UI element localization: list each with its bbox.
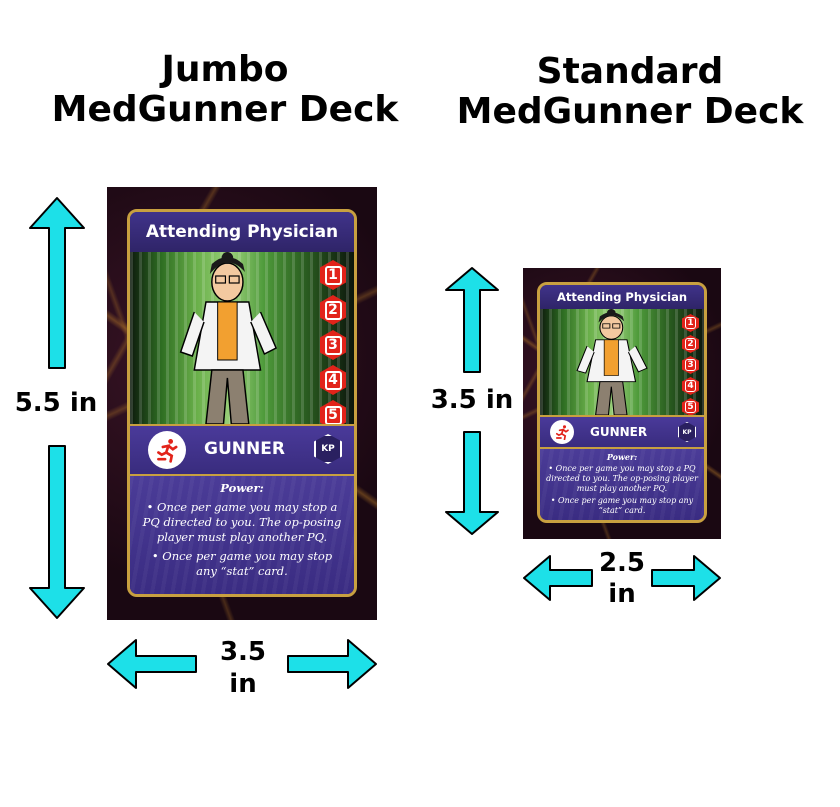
class-bar: GUNNER KP <box>130 424 354 474</box>
card-frame: Attending Physician 1 2 3 4 5 <box>537 282 707 523</box>
power-label: Power: <box>606 452 638 462</box>
card-frame: Attending Physician 1 2 3 4 5 <box>127 209 357 597</box>
stat-5: 5 <box>682 398 699 416</box>
class-name: GUNNER <box>590 425 648 439</box>
physician-illustration <box>179 252 278 424</box>
power-text-box: Power: • Once per game you may stop a PQ… <box>130 474 354 594</box>
jumbo-card: Attending Physician 1 2 3 4 5 <box>107 187 377 620</box>
standard-heading-line1: Standard <box>536 51 724 92</box>
jumbo-width-arrow-right <box>287 639 377 689</box>
jumbo-heading-line2: MedGunner Deck <box>51 89 399 130</box>
card-title: Attending Physician <box>540 285 704 309</box>
standard-width-label: 2.5 in <box>592 548 652 610</box>
standard-width-value: 2.5 <box>598 548 646 578</box>
power-text-2: • Once per game you may stop any “stat” … <box>151 549 333 578</box>
stat-4: 4 <box>320 365 346 395</box>
class-name: GUNNER <box>204 439 285 459</box>
jumbo-deck-heading: Jumbo MedGunner Deck <box>20 50 430 130</box>
stat-1: 1 <box>320 260 346 290</box>
stat-4: 4 <box>682 377 699 395</box>
standard-card: Attending Physician 1 2 3 4 5 <box>523 268 721 539</box>
jumbo-heading-line1: Jumbo <box>161 49 289 90</box>
power-label: Power: <box>220 481 264 495</box>
card-art: 1 2 3 4 5 <box>130 252 354 430</box>
jumbo-width-label: 3.5 in <box>200 636 286 700</box>
stat-column: 1 2 3 4 5 <box>682 314 699 416</box>
stat-1: 1 <box>682 314 699 332</box>
jumbo-width-unit: in <box>229 669 257 699</box>
class-bar: GUNNER KP <box>540 415 704 447</box>
power-text-2: • Once per game you may stop any “stat” … <box>550 496 694 515</box>
standard-width-unit: in <box>608 579 636 609</box>
standard-width-arrow-right <box>651 555 721 601</box>
jumbo-height-arrow-up <box>29 197 85 369</box>
jumbo-height-arrow-down <box>29 445 85 619</box>
standard-height-arrow-up <box>445 267 499 373</box>
physician-illustration <box>576 309 648 415</box>
power-text-box: Power: • Once per game you may stop a PQ… <box>540 447 704 520</box>
power-text-1: • Once per game you may stop a PQ direct… <box>546 464 698 493</box>
stat-column: 1 2 3 4 5 <box>320 260 346 430</box>
jumbo-width-value: 3.5 <box>219 637 267 667</box>
standard-width-arrow-left <box>523 555 593 601</box>
standard-heading-line2: MedGunner Deck <box>456 91 804 132</box>
running-figure-icon <box>148 431 186 469</box>
stat-3: 3 <box>682 356 699 374</box>
power-text-1: • Once per game you may stop a PQ direct… <box>142 500 342 544</box>
stat-2: 2 <box>320 295 346 325</box>
standard-height-label: 3.5 in <box>420 383 524 417</box>
running-figure-icon <box>550 420 574 444</box>
stat-3: 3 <box>320 330 346 360</box>
kp-badge: KP <box>678 422 696 442</box>
standard-deck-heading: Standard MedGunner Deck <box>430 52 830 132</box>
card-title: Attending Physician <box>130 212 354 252</box>
kp-badge: KP <box>314 434 342 464</box>
stat-2: 2 <box>682 335 699 353</box>
standard-height-arrow-down <box>445 431 499 535</box>
jumbo-width-arrow-left <box>107 639 197 689</box>
card-art: 1 2 3 4 5 <box>540 309 704 416</box>
jumbo-height-label: 5.5 in <box>6 386 106 420</box>
